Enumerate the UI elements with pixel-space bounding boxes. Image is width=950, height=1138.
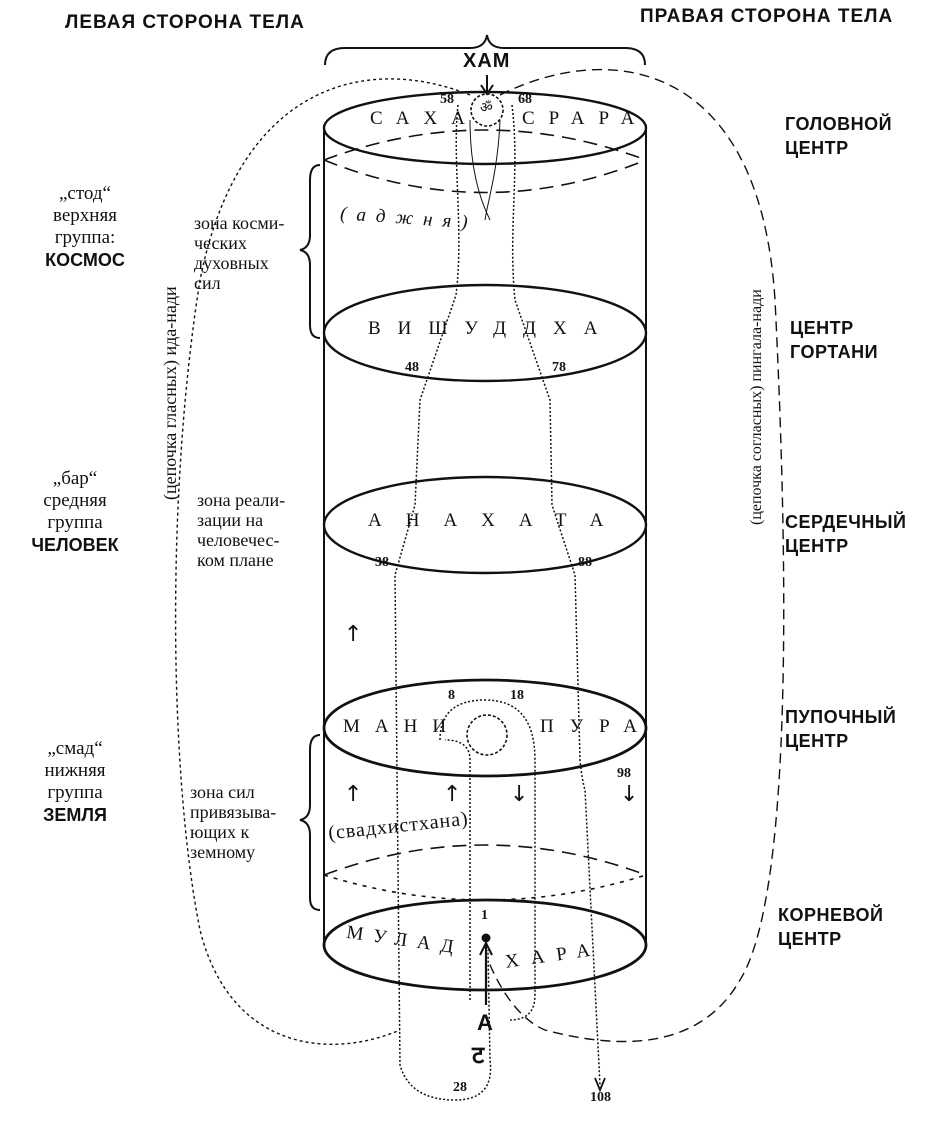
group-upper-line2: группа:	[54, 227, 116, 248]
top-brace	[324, 34, 646, 66]
zone-human-line: зации на	[197, 510, 264, 530]
zone-cosmic-line: зона косми-	[194, 213, 285, 233]
number-1: 1	[481, 908, 488, 923]
chakra-manipura-left: МАНИ	[343, 716, 462, 737]
anahata-ellipse	[322, 475, 648, 575]
center-root-line1: КОРНЕВОЙ	[778, 905, 884, 925]
pingala-nadi-label: (цепочка согласных) пингала-нади	[748, 289, 765, 525]
group-middle: „бар“ средняя группа ЧЕЛОВЕК	[20, 468, 130, 556]
arrow-down-icon: ↓	[510, 782, 529, 807]
number-38: 38	[375, 555, 389, 570]
zone-cosmic-line: ческих	[194, 233, 247, 253]
center-heart-line2: ЦЕНТР	[785, 536, 849, 556]
number-88: 88	[578, 555, 592, 570]
chakra-sahasrara-left: САХА	[370, 108, 479, 129]
center-throat: ЦЕНТР ГОРТАНИ	[790, 316, 878, 364]
head-glyph-icon: ॐ	[480, 100, 493, 116]
center-head-line1: ГОЛОВНОЙ	[785, 114, 893, 134]
group-middle-line2: группа	[47, 512, 103, 533]
group-lower-name: ЗЕМЛЯ	[43, 805, 107, 825]
chakra-manipura-right: ПУРА	[540, 716, 654, 737]
zone-human-line: человечес-	[197, 530, 280, 550]
ajna-back-dashed	[323, 129, 647, 161]
manipura-ellipse	[322, 678, 648, 778]
chakra-anahata: АНАХАТА	[368, 510, 628, 531]
group-lower-line1: нижняя	[44, 760, 106, 781]
zone-earth-line: ющих к	[190, 822, 250, 842]
group-lower: „смад“ нижняя группа ЗЕМЛЯ	[20, 738, 130, 826]
zone-cosmic: зона косми- ческих духовных сил	[194, 213, 304, 293]
center-heart: СЕРДЕЧНЫЙ ЦЕНТР	[785, 510, 906, 558]
zone-human-line: зона реали-	[197, 490, 286, 510]
group-upper-line1: верхняя	[53, 205, 117, 226]
arrow-down-icon: ↓	[620, 782, 639, 807]
group-middle-name: ЧЕЛОВЕК	[31, 535, 119, 555]
group-lower-line2: группа	[47, 782, 103, 803]
number-18: 18	[510, 688, 524, 703]
center-throat-line1: ЦЕНТР	[790, 318, 854, 338]
pingala-nadi-path	[487, 69, 785, 1043]
zone-cosmic-line: духовных	[194, 253, 269, 273]
number-48: 48	[405, 360, 419, 375]
center-root-line2: ЦЕНТР	[778, 929, 842, 949]
head-knot	[470, 93, 504, 127]
zone-earth-line: зона сил	[190, 782, 255, 802]
zone-earth-line: земному	[190, 842, 256, 862]
svadhisthana-back-dashed	[323, 844, 647, 876]
number-58: 58	[440, 92, 454, 107]
arrow-up-icon: ↑	[344, 622, 363, 647]
brace-cosmic	[299, 164, 321, 339]
bottom-letter-a: А	[477, 1010, 493, 1035]
number-68: 68	[518, 92, 532, 107]
number-108: 108	[590, 1090, 611, 1105]
header-left-side: ЛЕВАЯ СТОРОНА ТЕЛА	[65, 12, 305, 33]
zone-human-line: ком плане	[197, 550, 274, 570]
group-middle-word: „бар“	[52, 468, 98, 489]
channel-right	[511, 104, 601, 1086]
channel-inner	[444, 739, 471, 1000]
chakra-vishuddha: ВИШУДДХА	[368, 318, 615, 339]
center-root: КОРНЕВОЙ ЦЕНТР	[778, 903, 884, 951]
arrow-up-icon: ↑	[443, 782, 462, 807]
zone-cosmic-line: сил	[194, 273, 221, 293]
zone-earth-line: привязыва-	[190, 802, 277, 822]
group-lower-word: „смад“	[47, 738, 103, 759]
zone-earth: зона сил привязыва- ющих к земному	[190, 782, 300, 862]
group-upper: „стод“ верхняя группа: КОСМОС	[30, 183, 140, 271]
sahasrara-ellipse	[322, 90, 648, 166]
svadhisthana-front-dashed	[323, 874, 647, 901]
arrow-up-icon: ↑	[344, 782, 363, 807]
mantra-ham: ХАМ	[463, 50, 511, 72]
center-head-line2: ЦЕНТР	[785, 138, 849, 158]
chakra-sahasrara-right: СРАРА	[522, 108, 649, 129]
ida-nadi-label: (цепочка гласных) ида-нади	[160, 286, 180, 500]
center-navel-line2: ЦЕНТР	[785, 731, 849, 751]
zone-human: зона реали- зации на человечес- ком план…	[197, 490, 317, 570]
vishuddha-ellipse	[322, 283, 648, 383]
channel-loop	[439, 699, 536, 1021]
number-8: 8	[448, 688, 455, 703]
ida-nadi-path	[174, 78, 471, 1045]
center-head: ГОЛОВНОЙ ЦЕНТР	[785, 112, 892, 160]
center-heart-line1: СЕРДЕЧНЫЙ	[785, 512, 907, 532]
number-78: 78	[552, 360, 566, 375]
group-upper-word: „стод“	[59, 183, 111, 204]
ajna-front-dashed	[323, 159, 647, 194]
brace-earth	[299, 734, 321, 911]
group-middle-line1: средняя	[43, 490, 107, 511]
channel-left	[394, 104, 492, 1101]
center-throat-line2: ГОРТАНИ	[790, 342, 879, 362]
header-right-side: ПРАВАЯ СТОРОНА ТЕЛА	[640, 6, 894, 27]
center-navel-line1: ПУПОЧНЫЙ	[785, 707, 897, 727]
number-28: 28	[453, 1080, 467, 1095]
group-upper-name: КОСМОС	[45, 250, 125, 270]
center-navel: ПУПОЧНЫЙ ЦЕНТР	[785, 705, 896, 753]
navel-knot	[466, 714, 508, 756]
number-98: 98	[617, 766, 631, 781]
bottom-symbol: ट	[472, 1041, 485, 1069]
